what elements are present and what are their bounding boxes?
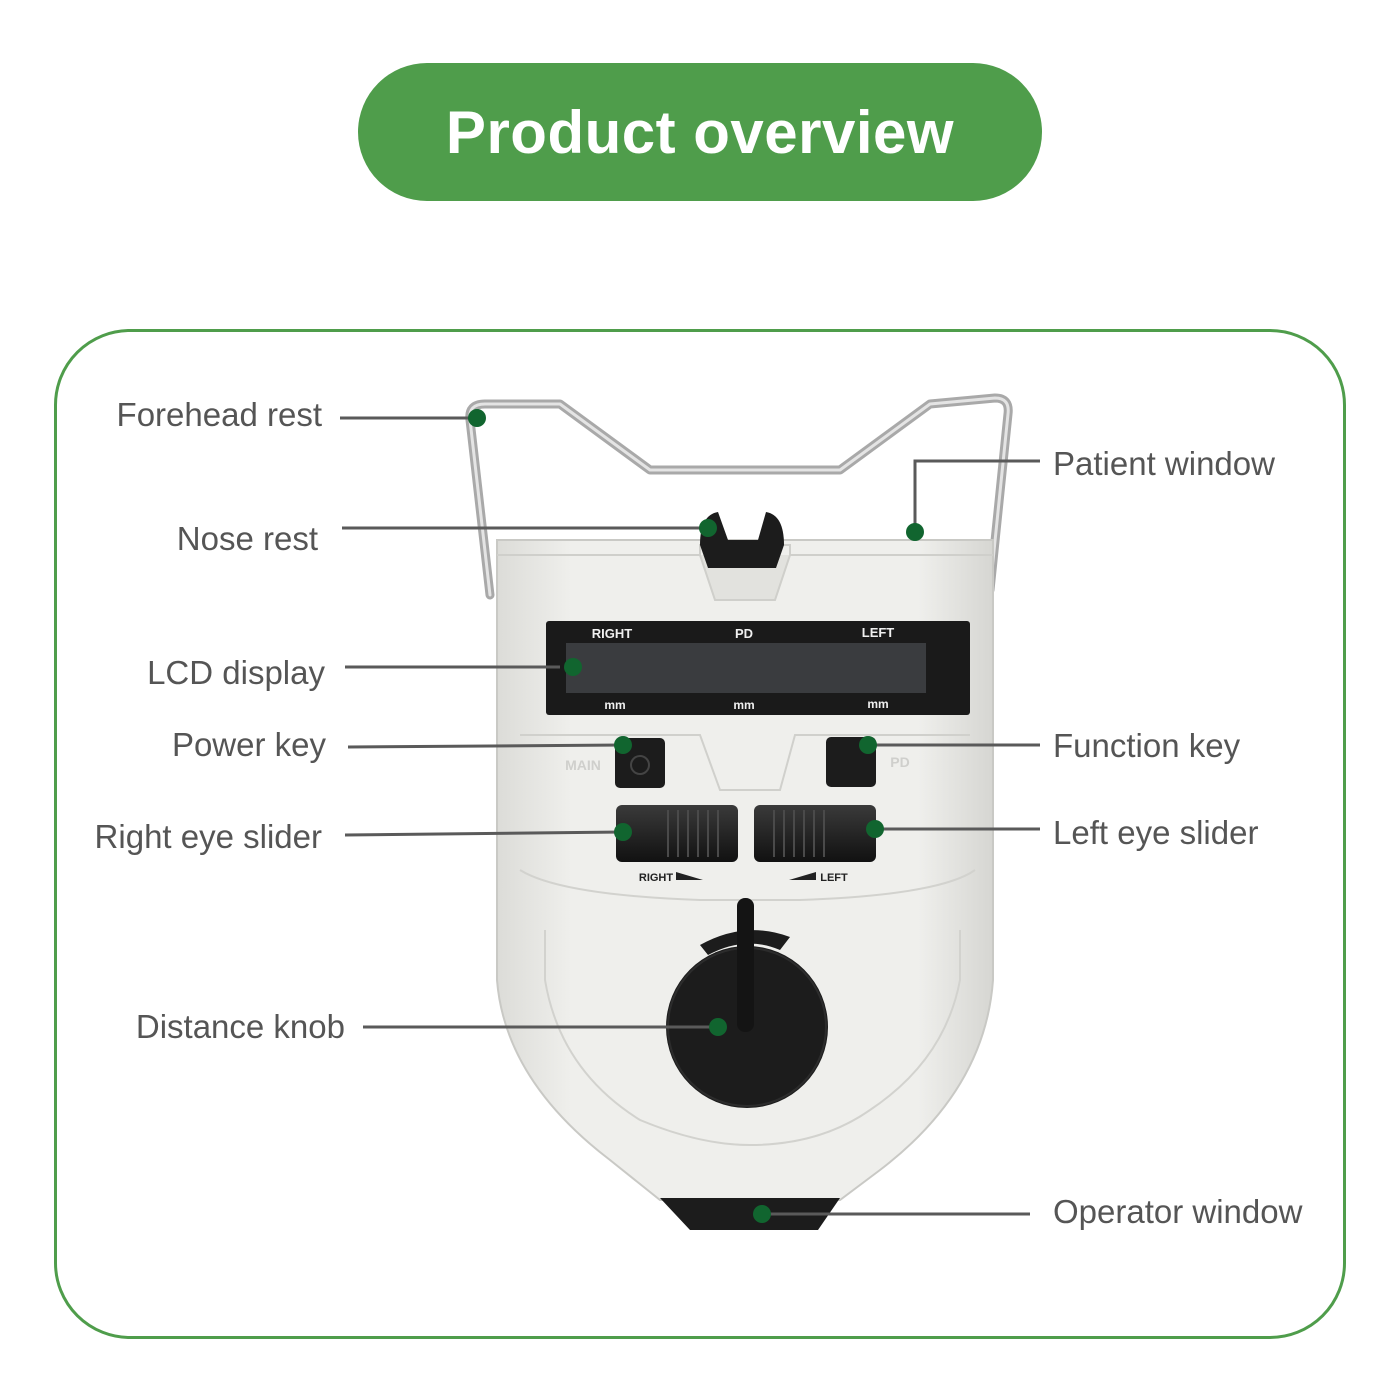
label-operator-window: Operator window	[1053, 1193, 1303, 1230]
lcd-label-left: LEFT	[862, 625, 895, 640]
nose-rest-dot	[699, 519, 717, 537]
lcd-unit-right: mm	[604, 698, 625, 712]
label-patient-window: Patient window	[1053, 445, 1275, 482]
label-function-key: Function key	[1053, 727, 1241, 764]
page-title: Product overview	[358, 63, 1042, 201]
lcd-unit-left: mm	[867, 697, 888, 711]
lcd-label-pd: PD	[735, 626, 753, 641]
label-right-eye-slider: Right eye slider	[94, 818, 322, 855]
lcd-screen	[566, 643, 926, 693]
left-slider-label: LEFT	[820, 872, 848, 884]
operator-window-shape	[660, 1198, 840, 1230]
distance-knob-pointer	[737, 898, 754, 1032]
forehead-rest-dot	[468, 409, 486, 427]
function-key-dot	[859, 736, 877, 754]
nose-rest-shape	[700, 512, 784, 568]
main-label: MAIN	[565, 757, 601, 773]
lcd-unit-pd: mm	[733, 698, 754, 712]
power-key-dot	[614, 736, 632, 754]
label-distance-knob: Distance knob	[135, 1008, 345, 1045]
patient-window-dot	[906, 523, 924, 541]
label-power-key: Power key	[171, 726, 326, 763]
operator-window-dot	[753, 1205, 771, 1223]
label-forehead-rest: Forehead rest	[116, 396, 322, 433]
lcd-label-right: RIGHT	[592, 626, 633, 641]
right-eye-slider-dot	[614, 823, 632, 841]
left-eye-slider-dot	[866, 820, 884, 838]
right-slider-label: RIGHT	[639, 872, 674, 884]
distance-knob-dot	[709, 1018, 727, 1036]
lcd-display-dot	[564, 658, 582, 676]
label-lcd-display: LCD display	[147, 654, 325, 691]
label-nose-rest: Nose rest	[176, 520, 318, 557]
pd-label: PD	[890, 754, 909, 770]
callout-lines	[340, 416, 1040, 1216]
diagram-frame	[54, 329, 1346, 1339]
label-left-eye-slider: Left eye slider	[1053, 814, 1259, 851]
